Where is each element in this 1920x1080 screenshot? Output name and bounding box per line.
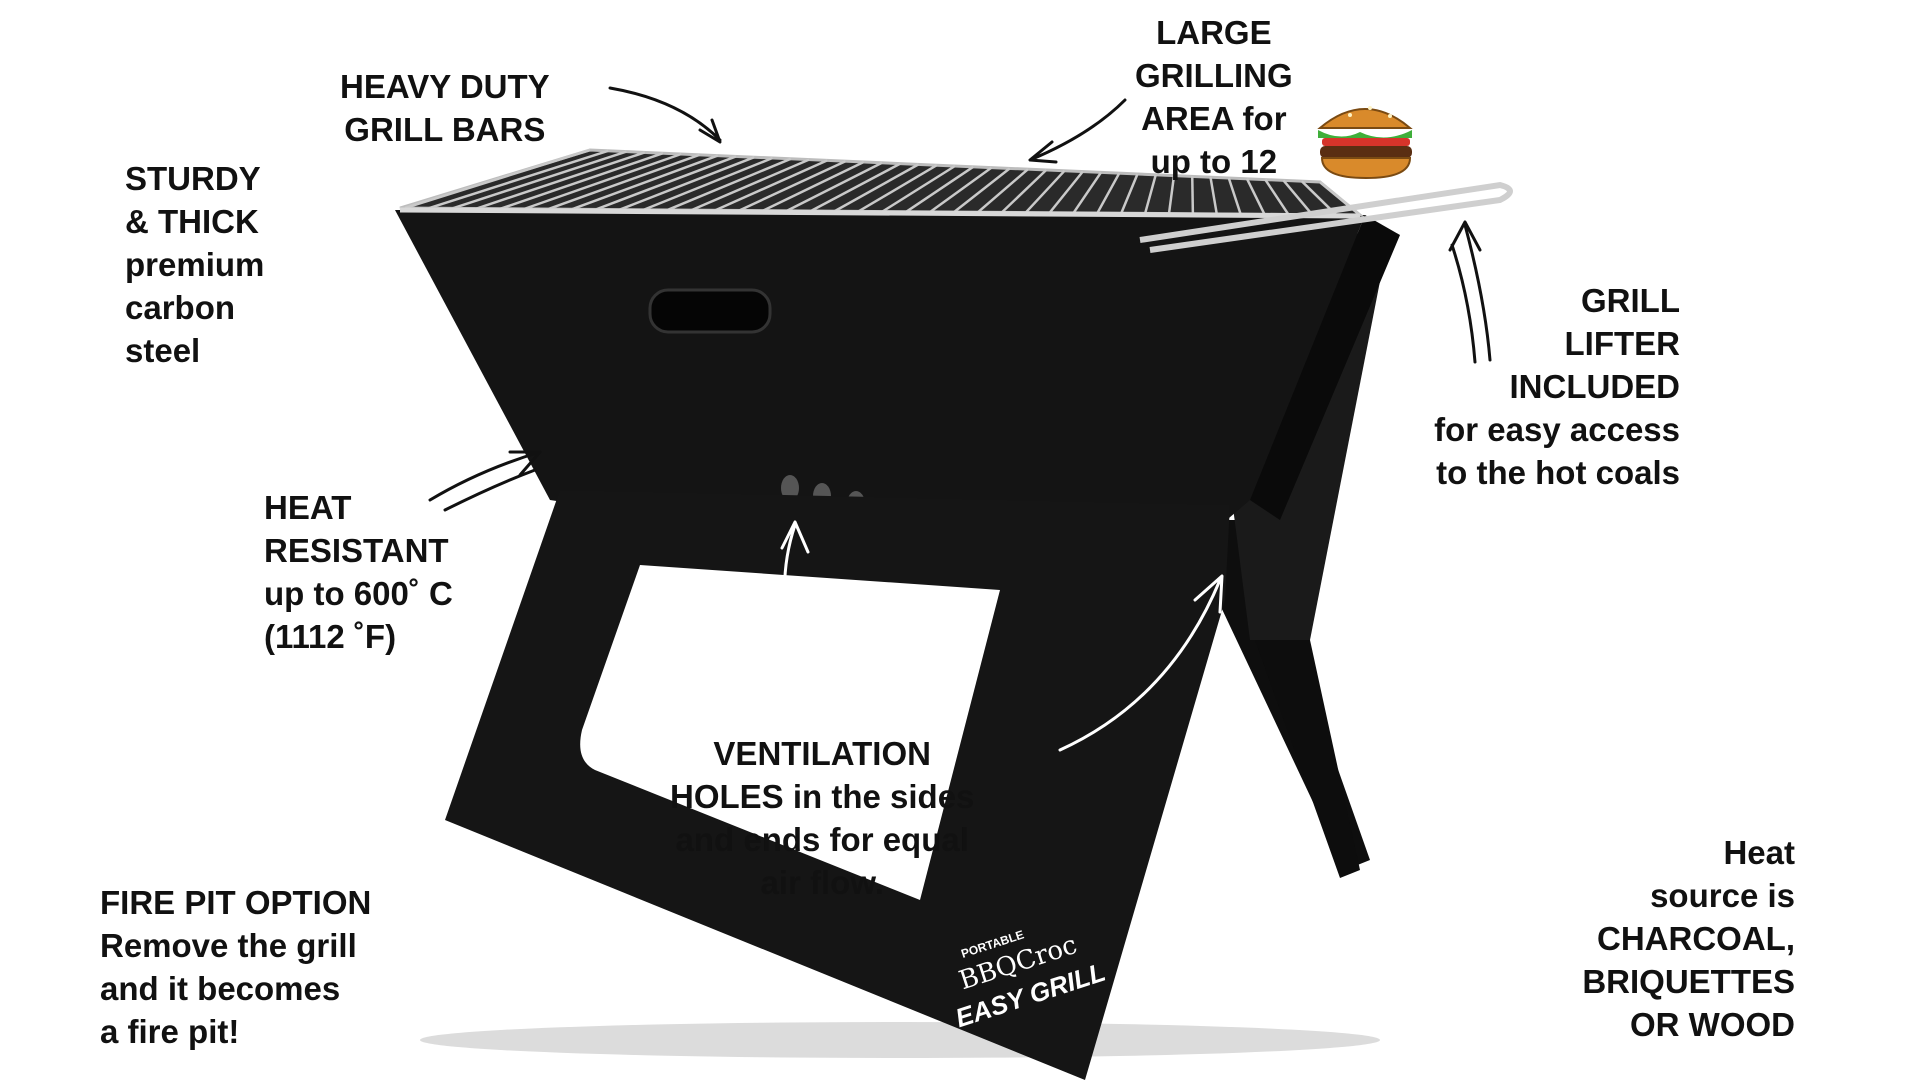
firebox-right-side xyxy=(1250,215,1400,520)
grill-lifter-callout: GRILL LIFTER INCLUDED for easy access to… xyxy=(1434,280,1680,494)
callout-line: GRILL xyxy=(1581,282,1680,319)
callout-line: INCLUDED xyxy=(1509,367,1681,405)
callout-line: carbon xyxy=(125,288,236,326)
callout-line: and it becomes xyxy=(100,969,341,1007)
grill-bar xyxy=(786,161,883,212)
callout-line: up to 12 xyxy=(1150,142,1278,180)
grill-bar xyxy=(810,162,901,213)
grill-bar xyxy=(476,151,646,210)
rear-leg-foot xyxy=(1255,640,1360,878)
callout-line: and ends for equal xyxy=(675,820,969,858)
callout-line: to the hot coals xyxy=(1436,453,1680,491)
grill-bar xyxy=(1282,179,1314,216)
leg-opening xyxy=(580,565,1000,900)
grill-bar xyxy=(905,165,974,213)
callout-line: HEAVY DUTY xyxy=(340,68,550,105)
callout-line: OR WOOD xyxy=(1630,1005,1795,1043)
grill-bar xyxy=(428,149,609,210)
callout-line: air flow. xyxy=(760,863,884,901)
grill-bar xyxy=(929,166,993,213)
side-handle xyxy=(648,288,772,334)
callout-line: & THICK xyxy=(125,202,259,240)
grill-bar xyxy=(571,154,719,211)
callout-line: Remove the grill xyxy=(100,926,357,964)
callout-line: BRIQUETTES xyxy=(1582,962,1795,1000)
grill-bar xyxy=(1191,176,1195,214)
callout-line: Heat xyxy=(1723,834,1795,871)
burger-icon xyxy=(1317,106,1413,180)
grill-bar xyxy=(714,159,828,212)
grill-bar xyxy=(1024,169,1066,214)
grill-bar xyxy=(1072,171,1103,214)
grill-bar xyxy=(500,152,664,210)
grill-bar xyxy=(1264,178,1290,216)
callout-line: source is xyxy=(1650,876,1795,914)
grill-bar xyxy=(523,152,682,211)
heavy-duty-callout: HEAVY DUTY GRILL BARS xyxy=(340,66,550,152)
callout-line: a fire pit! xyxy=(100,1012,240,1050)
sturdy-callout: STURDY & THICK premium carbon steel xyxy=(125,158,264,372)
large-area-callout: LARGE GRILLING AREA for up to 12 xyxy=(1135,12,1293,184)
callout-line: CHARCOAL, xyxy=(1597,919,1795,957)
callout-line: for easy access xyxy=(1434,410,1680,448)
grill-bar xyxy=(977,168,1029,214)
callout-line: RESISTANT xyxy=(264,531,449,569)
grill-bar xyxy=(619,156,755,211)
floor-shadow xyxy=(420,1022,1380,1058)
grill-bar xyxy=(595,155,737,211)
heat-resistant-callout: HEAT RESISTANT up to 600˚ C (1112 ˚F) xyxy=(264,487,453,659)
grill-grate xyxy=(399,148,1513,253)
grill-bar xyxy=(834,163,920,213)
grill-bar xyxy=(1143,174,1157,214)
callout-line: GRILL BARS xyxy=(344,110,546,148)
arrow-icon xyxy=(1448,220,1492,364)
grill-bar xyxy=(1227,177,1242,215)
arrow-icon xyxy=(1028,98,1127,164)
callout-line: FIRE PIT OPTION xyxy=(100,884,372,921)
callout-line: LIFTER xyxy=(1564,324,1680,362)
grill-bar xyxy=(1209,176,1218,215)
callout-line: HEAT xyxy=(264,489,352,526)
arrow-icon xyxy=(608,86,722,144)
grill-bar xyxy=(667,157,792,212)
grill-bar xyxy=(404,148,591,210)
callout-line: up to 600˚ C xyxy=(264,574,453,612)
arrow-icon xyxy=(1058,574,1224,752)
grill-bar xyxy=(1096,172,1121,214)
grill-bar xyxy=(1245,178,1266,215)
grill-bar xyxy=(762,160,865,212)
callout-line: AREA for xyxy=(1141,99,1287,137)
grill-bar xyxy=(691,158,810,212)
callout-line: premium xyxy=(125,245,265,283)
grill-lifter xyxy=(1139,181,1513,253)
callout-line: VENTILATION xyxy=(713,735,931,772)
heat-source-callout: Heat source is CHARCOAL, BRIQUETTES OR W… xyxy=(1582,832,1795,1046)
callout-line: GRILLING xyxy=(1135,56,1293,94)
grill-bar xyxy=(1167,175,1176,214)
fire-pit-callout: FIRE PIT OPTION Remove the grill and it … xyxy=(100,882,371,1054)
callout-line: steel xyxy=(125,331,201,369)
callout-line: (1112 ˚F) xyxy=(264,617,397,655)
grill-bar xyxy=(547,153,700,211)
ventilation-callout: VENTILATION HOLES in the sides and ends … xyxy=(670,733,974,905)
grill-bar xyxy=(881,164,956,213)
grill-bar xyxy=(953,167,1011,214)
grill-bar xyxy=(738,160,847,212)
grill-bar xyxy=(643,156,773,211)
callout-line: STURDY xyxy=(125,160,261,197)
callout-line: HOLES in the sides xyxy=(670,777,975,815)
callout-line: LARGE xyxy=(1156,14,1272,51)
arrow-icon xyxy=(428,450,542,512)
grill-bar xyxy=(1001,169,1048,214)
grill-bar xyxy=(857,164,938,213)
grill-bar xyxy=(1120,173,1139,214)
arrow-icon xyxy=(780,520,810,682)
grill-bar xyxy=(1048,170,1084,214)
grill-bar xyxy=(452,150,627,210)
